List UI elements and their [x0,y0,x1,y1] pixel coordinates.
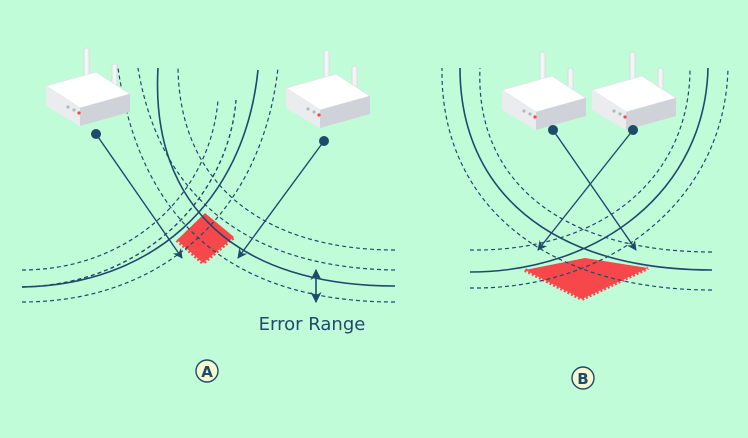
distance-arrow [95,133,183,259]
range-arcs-left-router-b [469,67,729,289]
panel-a: Error Range A [21,47,396,383]
error-region-b [525,258,648,299]
panel-label-a: A [195,359,219,383]
wifi-router-icon [45,47,131,127]
panel-label-b: B [571,366,595,390]
distance-arrow [237,140,325,259]
range-arcs-left-router-a [21,67,279,303]
panel-b: B [441,51,729,390]
range-arcs-right-router-b [441,67,713,291]
wifi-router-icon [591,51,677,131]
wifi-router-icon [501,51,587,131]
range-arcs-right-router-a [117,67,396,303]
distance-arrow [552,129,637,251]
wifi-router-icon [285,49,371,129]
distance-arrow [537,129,634,251]
error-range-label: Error Range [259,314,366,335]
svg-text:B: B [577,370,588,388]
svg-text:A: A [201,363,213,381]
